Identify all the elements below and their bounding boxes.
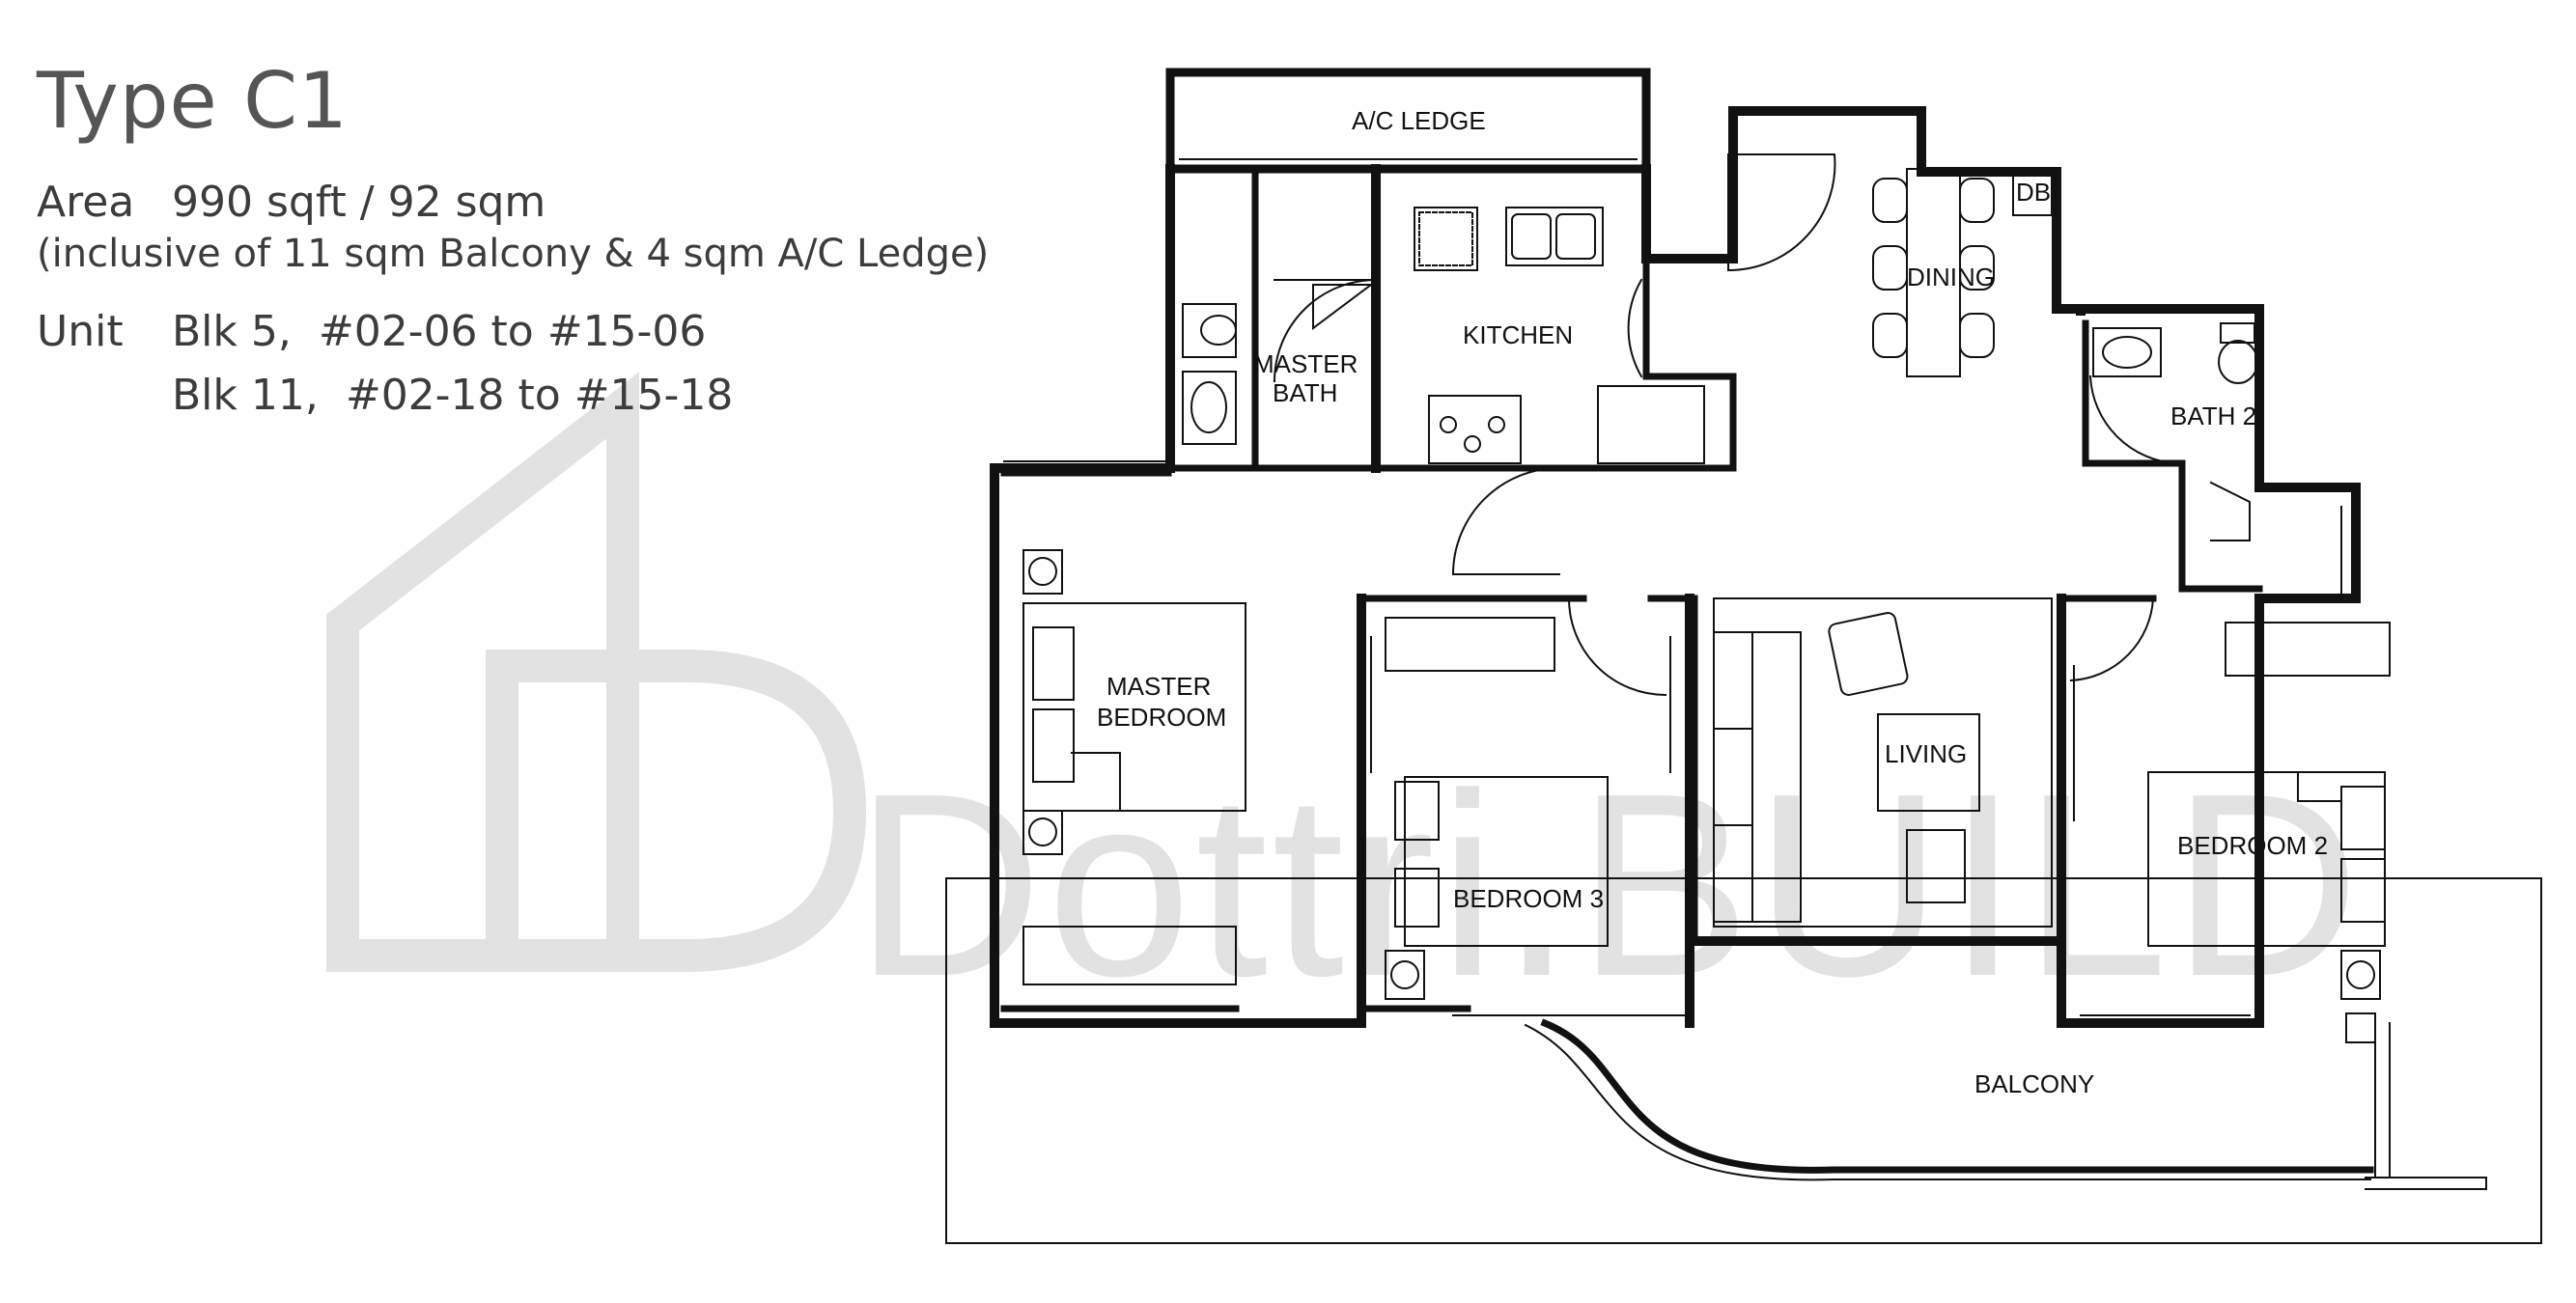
area-label: Area bbox=[37, 178, 135, 227]
watermark-letter-d bbox=[486, 650, 867, 972]
label-bedroom3: BEDROOM 3 bbox=[1453, 884, 1604, 913]
exterior-walls bbox=[990, 106, 2361, 1028]
bedroom3-furniture bbox=[1385, 617, 1609, 1000]
master-bedroom-furniture bbox=[1022, 549, 1246, 985]
unit-label: Unit bbox=[37, 307, 124, 356]
label-living: LIVING bbox=[1885, 739, 1967, 768]
interior-walls bbox=[1000, 165, 2263, 1012]
unit-line-2: Blk 11, #02-18 to #15-18 bbox=[172, 371, 734, 420]
label-db: DB bbox=[2016, 178, 2051, 207]
label-master-bedroom-line1: MASTER bbox=[1106, 672, 1211, 701]
label-master-bath-line1: MASTER bbox=[1253, 349, 1358, 378]
label-ac-ledge: A/C LEDGE bbox=[1352, 106, 1486, 135]
door-swings bbox=[1273, 153, 2251, 697]
kitchen-fixtures bbox=[1414, 207, 1705, 464]
balcony-curve bbox=[1540, 1018, 2374, 1174]
area-value: 990 sqft / 92 sqm bbox=[172, 178, 546, 227]
label-master-bedroom-line2: BEDROOM bbox=[1097, 703, 1226, 732]
label-balcony: BALCONY bbox=[1974, 1069, 2094, 1098]
label-master-bath-line2: BATH bbox=[1273, 378, 1337, 407]
unit-line-1: Blk 5, #02-06 to #15-06 bbox=[172, 307, 707, 356]
area-note: (inclusive of 11 sqm Balcony & 4 sqm A/C… bbox=[37, 232, 990, 276]
bedroom2-furniture bbox=[2147, 622, 2391, 1043]
unit-type-title: Type C1 bbox=[37, 56, 349, 146]
label-kitchen: KITCHEN bbox=[1463, 320, 1573, 349]
dining-set bbox=[1872, 168, 2053, 377]
label-bath2: BATH 2 bbox=[2170, 402, 2256, 430]
living-furniture bbox=[1713, 597, 2053, 928]
label-dining: DINING bbox=[1907, 263, 1995, 291]
balcony-outline bbox=[945, 877, 2542, 1244]
master-bath-fixtures bbox=[1182, 303, 1237, 445]
bath2-fixtures bbox=[2092, 322, 2258, 384]
label-bedroom2: BEDROOM 2 bbox=[2177, 831, 2328, 860]
